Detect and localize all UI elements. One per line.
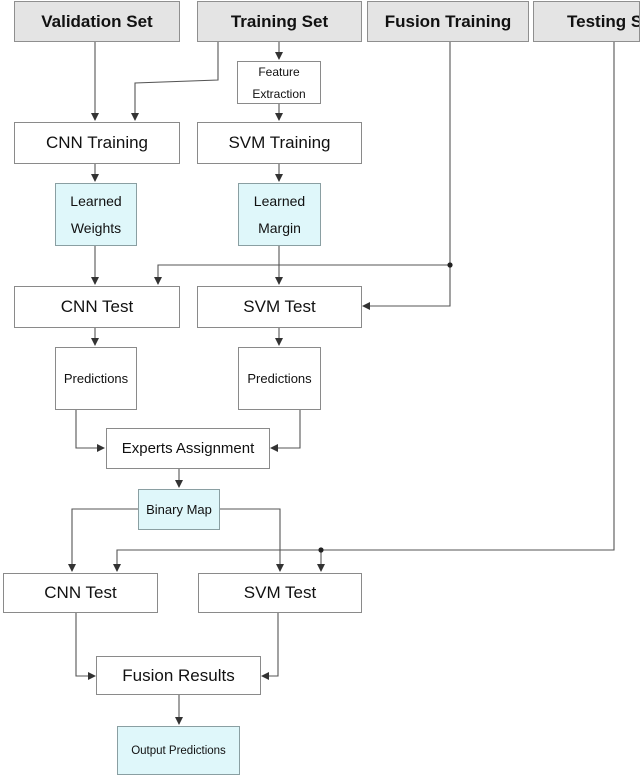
validation-set-label: Validation Set bbox=[41, 11, 153, 31]
junction-dot-testing bbox=[318, 547, 324, 553]
feature-extraction-box: Feature Extraction bbox=[237, 61, 321, 104]
experts-assignment-box: Experts Assignment bbox=[106, 428, 270, 469]
svm-training-label: SVM Training bbox=[228, 133, 331, 152]
svm-test-final-box: SVM Test bbox=[198, 573, 362, 613]
svm-training-box: SVM Training bbox=[197, 122, 362, 164]
learned-margin-line1: Learned bbox=[253, 192, 306, 209]
cnn-predictions-label: Predictions bbox=[63, 370, 129, 386]
fusion-results-box: Fusion Results bbox=[96, 656, 261, 695]
feature-extraction-line1: Feature bbox=[258, 64, 300, 79]
fusion-training-label: Fusion Training bbox=[384, 11, 512, 31]
learned-weights-line1: Learned bbox=[70, 192, 122, 209]
arrow-cnn-test-to-fusion bbox=[75, 613, 96, 680]
learned-margin-box: Learned Margin bbox=[238, 183, 321, 246]
fusion-results-label: Fusion Results bbox=[122, 665, 235, 685]
cnn-predictions-box: Predictions bbox=[55, 347, 137, 410]
arrow-cnn-predictions-to-experts bbox=[75, 410, 105, 452]
svm-predictions-label: Predictions bbox=[247, 370, 312, 386]
line-fusion-to-cnn-test bbox=[154, 264, 450, 285]
training-set-label: Training Set bbox=[230, 11, 329, 31]
cnn-test-box: CNN Test bbox=[14, 286, 180, 328]
cnn-training-box: CNN Training bbox=[14, 122, 180, 164]
arrow-training-to-cnn-training bbox=[131, 41, 219, 121]
learned-margin-line2: Margin bbox=[258, 219, 301, 236]
learned-weights-line2: Weights bbox=[70, 219, 122, 236]
binary-map-box: Binary Map bbox=[138, 489, 220, 530]
validation-set-header: Validation Set bbox=[14, 1, 180, 42]
arrow-svm-predictions-to-experts bbox=[270, 410, 301, 452]
line-fusion-training-down bbox=[362, 41, 451, 310]
output-predictions-box: Output Predictions bbox=[117, 726, 240, 775]
testing-set-header: Testing S bbox=[533, 1, 640, 42]
training-set-header: Training Set bbox=[197, 1, 362, 42]
output-predictions-label: Output Predictions bbox=[131, 744, 226, 757]
arrow-svm-test-to-fusion bbox=[261, 613, 279, 680]
svm-test-box: SVM Test bbox=[197, 286, 362, 328]
learned-weights-box: Learned Weights bbox=[55, 183, 137, 246]
arrow-binary-map-to-cnn-test bbox=[68, 508, 138, 572]
svm-predictions-box: Predictions bbox=[238, 347, 321, 410]
cnn-test-label: CNN Test bbox=[60, 297, 134, 316]
svm-test-label: SVM Test bbox=[243, 297, 316, 316]
svm-test-final-label: SVM Test bbox=[243, 583, 317, 602]
fusion-training-header: Fusion Training bbox=[367, 1, 529, 42]
testing-set-label: Testing S bbox=[567, 11, 640, 31]
arrow-binary-map-to-svm-test bbox=[220, 508, 284, 572]
experts-assignment-label: Experts Assignment bbox=[121, 440, 255, 457]
cnn-test-final-box: CNN Test bbox=[3, 573, 158, 613]
binary-map-label: Binary Map bbox=[146, 501, 212, 517]
cnn-test-final-label: CNN Test bbox=[44, 583, 117, 602]
junction-dot-fusion bbox=[447, 262, 453, 268]
cnn-training-label: CNN Training bbox=[45, 133, 149, 152]
line-testing-set-down bbox=[113, 41, 615, 572]
feature-extraction-line2: Extraction bbox=[252, 86, 306, 101]
